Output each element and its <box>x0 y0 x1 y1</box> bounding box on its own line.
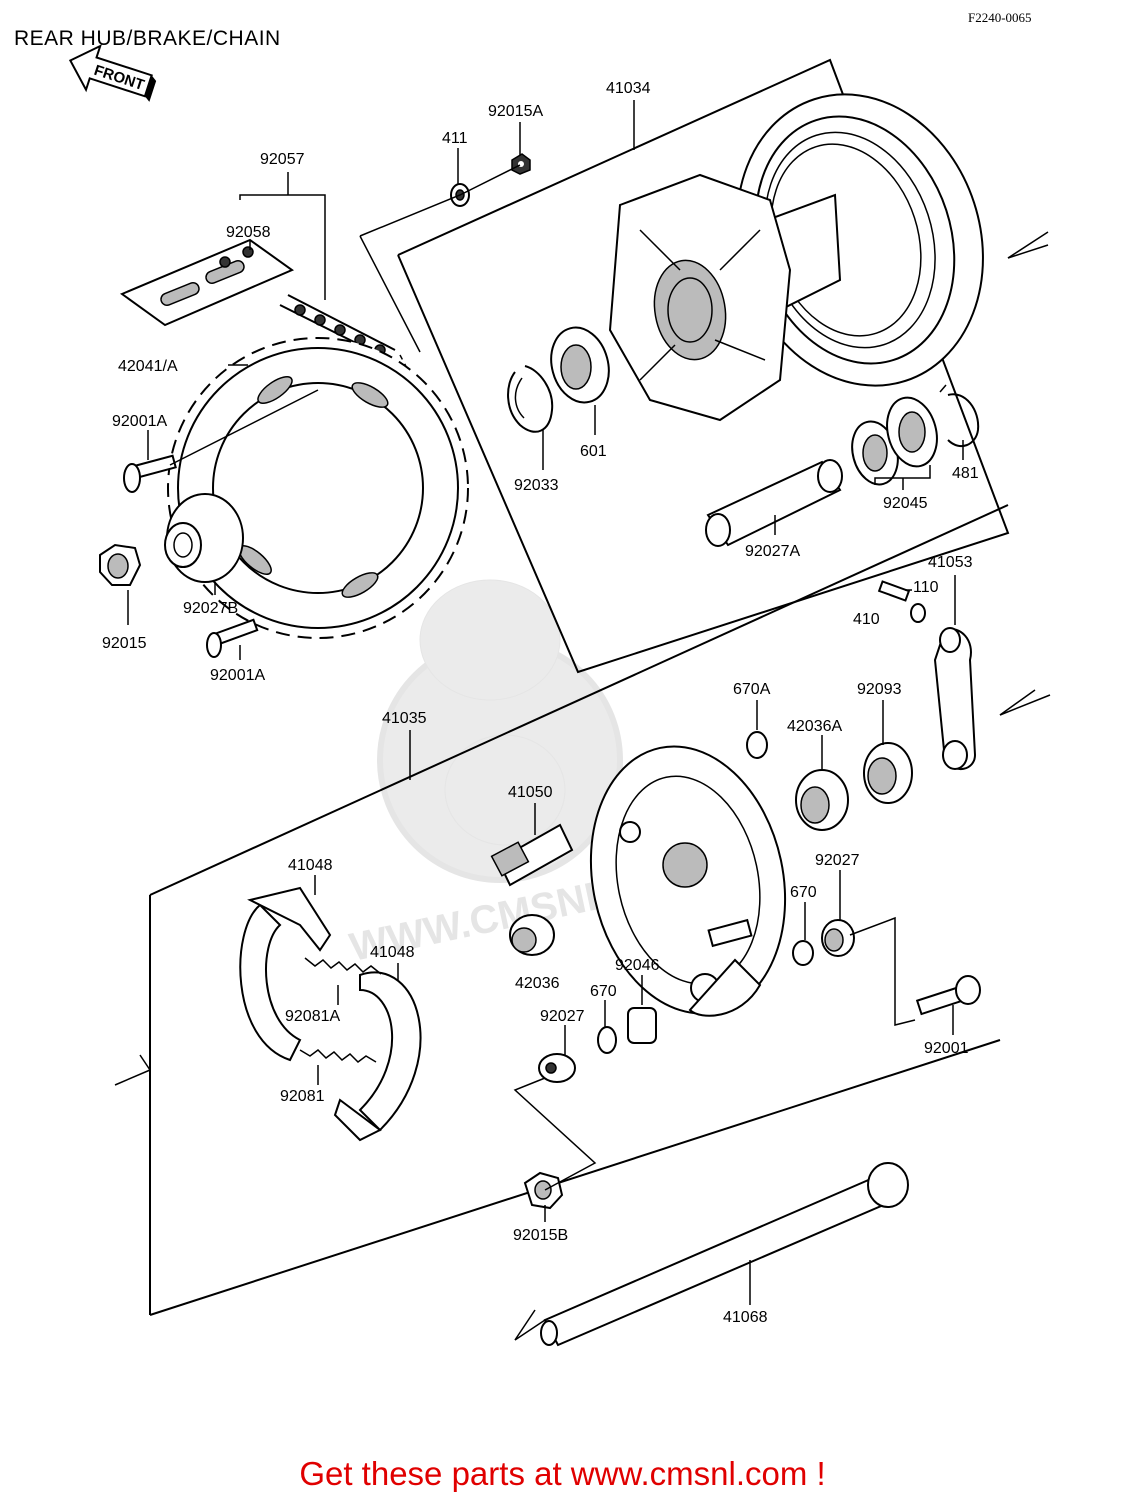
label-42036A: 42036A <box>787 718 842 735</box>
collar-92027-right <box>821 919 855 957</box>
label-41035: 41035 <box>382 710 427 727</box>
label-92001A-upper: 92001A <box>112 413 167 430</box>
label-92046: 92046 <box>615 957 660 974</box>
cam-lever-41053 <box>933 627 977 770</box>
coupling-collar-92027B <box>164 493 244 583</box>
label-92045: 92045 <box>883 495 928 512</box>
label-92027-upper: 92027 <box>815 852 860 869</box>
rear-hub <box>608 93 984 422</box>
chain-master-link-92058 <box>119 238 295 327</box>
label-92001A-lower: 92001A <box>210 667 265 684</box>
label-92057: 92057 <box>260 151 305 168</box>
bolt-92001A-upper <box>123 454 177 493</box>
circlip-92033 <box>507 365 554 433</box>
reference-code: F2240-0065 <box>968 10 1032 25</box>
brake-group-outline <box>114 504 1051 1316</box>
bearing-92045 <box>851 396 938 486</box>
label-92015: 92015 <box>102 635 147 652</box>
seal-670-right <box>792 940 814 966</box>
bolt-92001 <box>915 975 981 1016</box>
nut-92015 <box>99 543 142 586</box>
bracket-92057 <box>239 194 326 300</box>
label-92033: 92033 <box>514 477 559 494</box>
parts-diagram: WWW.CMSNL.COM REAR HUB/BRAKE/CHAIN F2240… <box>14 10 1051 1347</box>
label-92081A: 92081A <box>285 1008 340 1025</box>
label-92058: 92058 <box>226 224 271 241</box>
label-41048-upper: 41048 <box>288 857 333 874</box>
page-title: REAR HUB/BRAKE/CHAIN <box>14 27 281 50</box>
label-41048-lower: 41048 <box>370 944 415 961</box>
washer-410 <box>910 603 926 623</box>
circlip-481 <box>939 384 980 448</box>
label-670-upper: 670 <box>790 884 817 901</box>
label-41068: 41068 <box>723 1309 768 1326</box>
label-481: 481 <box>952 465 979 482</box>
label-92081: 92081 <box>280 1088 325 1105</box>
label-670-lower: 670 <box>590 983 617 1000</box>
label-110: 110 <box>913 579 939 596</box>
axle-nut-92015B <box>523 1171 564 1210</box>
collar-92027A <box>705 459 843 547</box>
brake-panel <box>589 745 787 1017</box>
nut-92015A <box>511 153 531 175</box>
rear-axle-41068 <box>514 1162 909 1347</box>
label-92027-lower: 92027 <box>540 1008 585 1025</box>
seal-670A <box>746 731 768 759</box>
leader-92001-line <box>849 916 916 1026</box>
bushing-42036 <box>509 914 555 956</box>
seal-670-lower <box>597 1026 617 1054</box>
collar-92027-lower <box>538 1053 576 1083</box>
bolt-110 <box>877 580 911 602</box>
leader-92015B-line <box>513 1077 597 1191</box>
seal-92093 <box>863 742 913 804</box>
label-411: 411 <box>442 130 468 147</box>
label-42036: 42036 <box>515 975 560 992</box>
brake-shoe-lower-41048 <box>333 971 422 1142</box>
label-92027B: 92027B <box>183 600 238 617</box>
leader-411-line <box>359 164 521 237</box>
bolt-92001A-lower <box>206 618 259 658</box>
label-92093: 92093 <box>857 681 902 698</box>
label-92015B: 92015B <box>513 1227 568 1244</box>
label-41053: 41053 <box>928 554 973 571</box>
footer-link[interactable]: Get these parts at www.cmsnl.com ! <box>299 1455 826 1492</box>
brake-shoe-upper-41048 <box>239 886 332 1062</box>
label-92027A: 92027A <box>745 543 800 560</box>
bearing-601 <box>550 326 610 404</box>
label-92015A: 92015A <box>488 103 543 120</box>
spacer-92046 <box>627 1007 657 1044</box>
label-41034: 41034 <box>606 80 651 97</box>
label-410: 410 <box>853 611 880 628</box>
label-92001: 92001 <box>924 1040 969 1057</box>
label-42041: 42041/A <box>118 358 178 375</box>
rear-sprocket-42041 <box>167 337 469 639</box>
leader-chain-line <box>359 235 421 353</box>
label-670A: 670A <box>733 681 771 698</box>
hub-group-outline <box>397 58 1049 674</box>
leader-bolt-line <box>169 389 319 466</box>
label-41050: 41050 <box>508 784 553 801</box>
bushing-42036A <box>795 769 849 831</box>
label-601: 601 <box>580 443 607 460</box>
spring-92081A <box>304 957 382 975</box>
front-arrow-icon: FRONT <box>68 44 157 102</box>
spring-92081 <box>299 1049 377 1063</box>
brake-cam-41050 <box>490 823 574 887</box>
